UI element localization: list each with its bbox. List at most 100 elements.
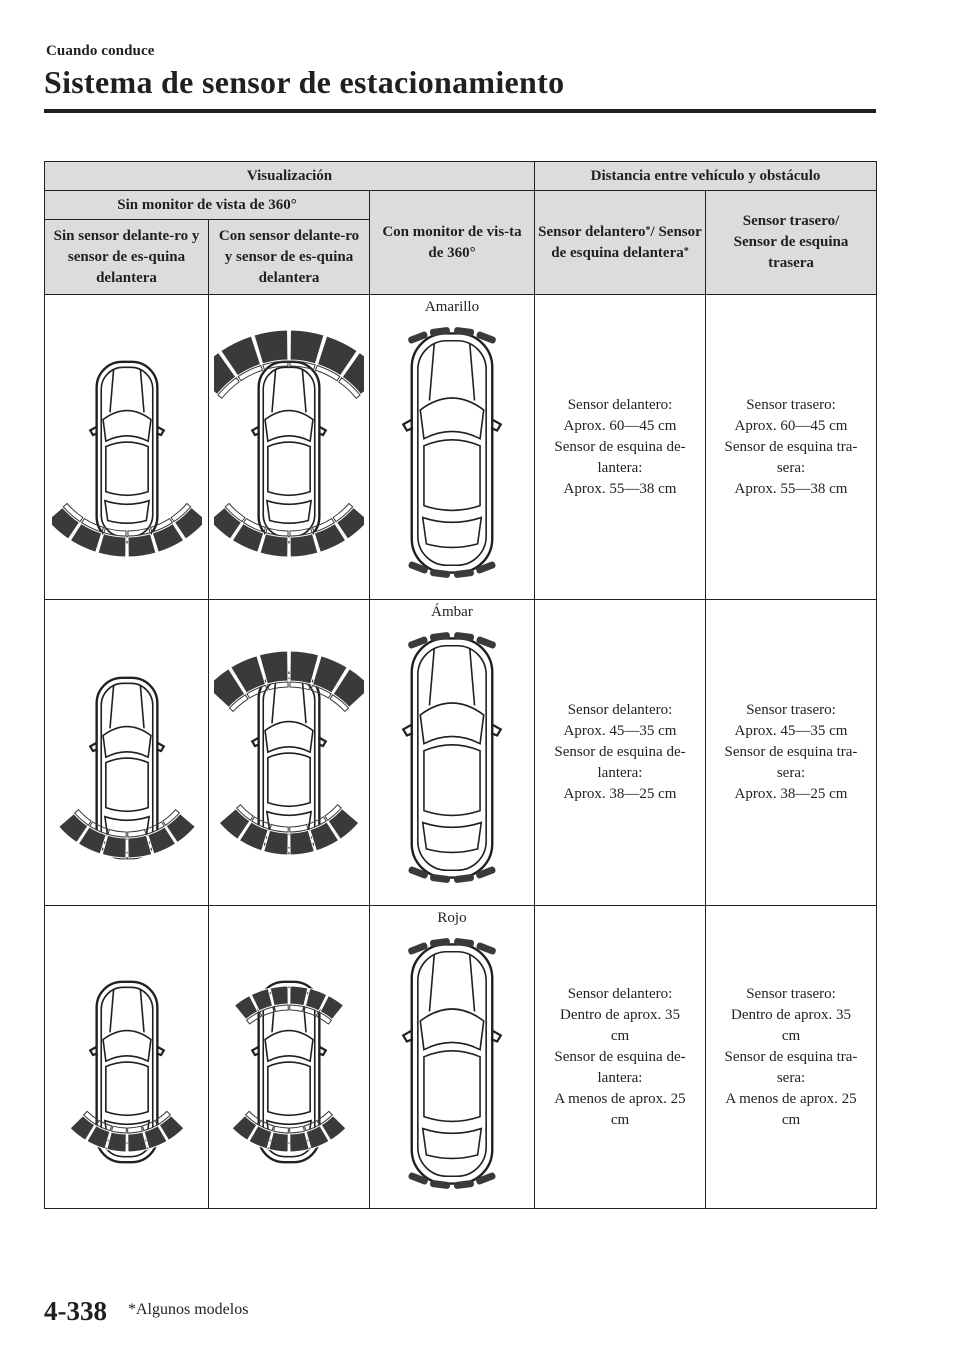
sensor-segment-inner [273,1004,289,1013]
distance-line: sera: [776,765,806,781]
sensor-segment-inner [266,680,289,690]
sensor-segment-inner [269,823,289,833]
sensor-segment [320,1114,347,1142]
sensor-segment [289,829,315,855]
sensor-segment [313,522,347,553]
sensor-segment [341,351,364,396]
sensor-segment-inner [246,684,268,699]
sensor-segment-inner [303,1119,321,1132]
monitor-sensor-segment [429,938,450,947]
sensor-segment [269,985,289,1007]
table-row: Rojo Sensor delantero:Dentro de aprox. 3… [44,905,877,1209]
header-with-monitor-text: Con monitor de vis-ta de 360° [382,223,522,261]
sensor-segment [335,506,364,540]
car-front-rear-arcs-diagram [231,980,347,1164]
monitor-sensor-segment [454,632,475,641]
distance-line: Aprox. 38—25 cm [563,786,677,802]
distance-line: Sensor trasero: [746,985,836,1002]
distance-line: Dentro de aprox. 35 [560,1006,680,1023]
sensor-segment-inner [154,1110,171,1125]
asterisk-2: * [683,245,689,257]
distance-line: sera: [776,459,806,476]
sensor-segment-inner [88,820,109,834]
car-icon-large [401,332,503,574]
distance-line: cm [610,1111,630,1128]
distance-line: lantera: [597,1069,643,1086]
distance-line: Sensor delantero: [567,985,673,1002]
car-icon [250,360,328,544]
sensor-segment-inner [332,502,354,523]
sensor-segment [289,329,325,365]
sensor-segment-inner [237,364,264,382]
sensor-display-table: Visualización Distancia entre vehículo y… [44,161,877,1209]
asterisk-1: * [645,224,651,236]
distance-line: Sensor de esquina de- [554,1048,686,1065]
sensor-segment [173,506,202,540]
monitor-rear-segments [408,866,496,883]
sensor-segment-inner [316,1011,333,1025]
sensor-segment [158,1114,185,1142]
sensor-segment-inner [289,823,309,833]
sensor-segment [309,820,340,851]
distance-line: Dentro de aprox. 35 [731,1006,851,1023]
diagram-cell [208,599,370,906]
sensor-segment [253,329,289,365]
sensor-segment [230,654,267,694]
distance-line: Sensor de esquina tra- [724,438,858,455]
monitor-sensor-segment [453,1180,474,1189]
sensor-segment [258,650,289,685]
sensor-segment-inner [228,693,249,712]
sensor-segment-inner [289,360,316,371]
rear-arc-segments [218,803,360,855]
sensor-segment [68,1114,95,1142]
sensor-segment [101,834,127,859]
diagram-cell [44,905,209,1209]
header-without-monitor: Sin monitor de vista de 360° [44,190,370,220]
sensor-segment-inner [329,693,350,712]
sensor-segment-inner [149,517,173,533]
sensor-segment [164,812,196,843]
distance-line: Aprox. 55—38 cm [734,480,848,497]
header-without-front: Sin sensor delante-ro y sensor de es-qui… [44,219,209,295]
sensor-segment [231,522,265,553]
header-front-sensor-b: / Sensor de esquina delantera [551,223,702,261]
sensor-segment [311,654,348,694]
distance-line: Aprox. 55—38 cm [563,480,677,497]
car-icon [88,980,165,1164]
monitor-sensor-segment [430,874,451,883]
car-icon [250,671,328,854]
monitor-sensor-segment [408,561,428,574]
sensor-segment [218,807,251,840]
sensor-segment-inner [144,820,165,834]
sensor-segment-inner [317,1110,334,1125]
monitor-sensor-segment [408,636,428,649]
distance-line: Sensor trasero: [746,396,836,413]
sensor-segment-inner [272,1125,289,1134]
sensor-segment-inner [224,502,246,523]
sensor-segment [126,1131,148,1153]
sensor-segment [305,1125,330,1150]
monitor-sensor-segment [476,331,496,344]
sensor-segment-inner [161,808,180,826]
distance-line: Sensor de esquina de- [554,744,686,760]
sensor-segment [96,533,126,558]
sensor-segment-inner [102,527,127,537]
monitor-sensor-segment [429,632,450,641]
monitor-sensor-segment [454,938,475,947]
sensor-segment-inner [314,364,341,382]
distance-line: cm [610,1027,630,1044]
sensor-segment-inner [217,377,240,399]
sensor-segment [268,1131,289,1153]
car-front-rear-arcs-diagram [214,650,364,855]
sensor-segment-inner [82,1110,99,1125]
monitor-car-diagram [401,632,503,883]
monitor-car-diagram [401,327,503,578]
rear-arc-segments [68,1110,185,1153]
sensor-segment [231,1114,258,1142]
sensor-segment-inner [257,1119,275,1132]
